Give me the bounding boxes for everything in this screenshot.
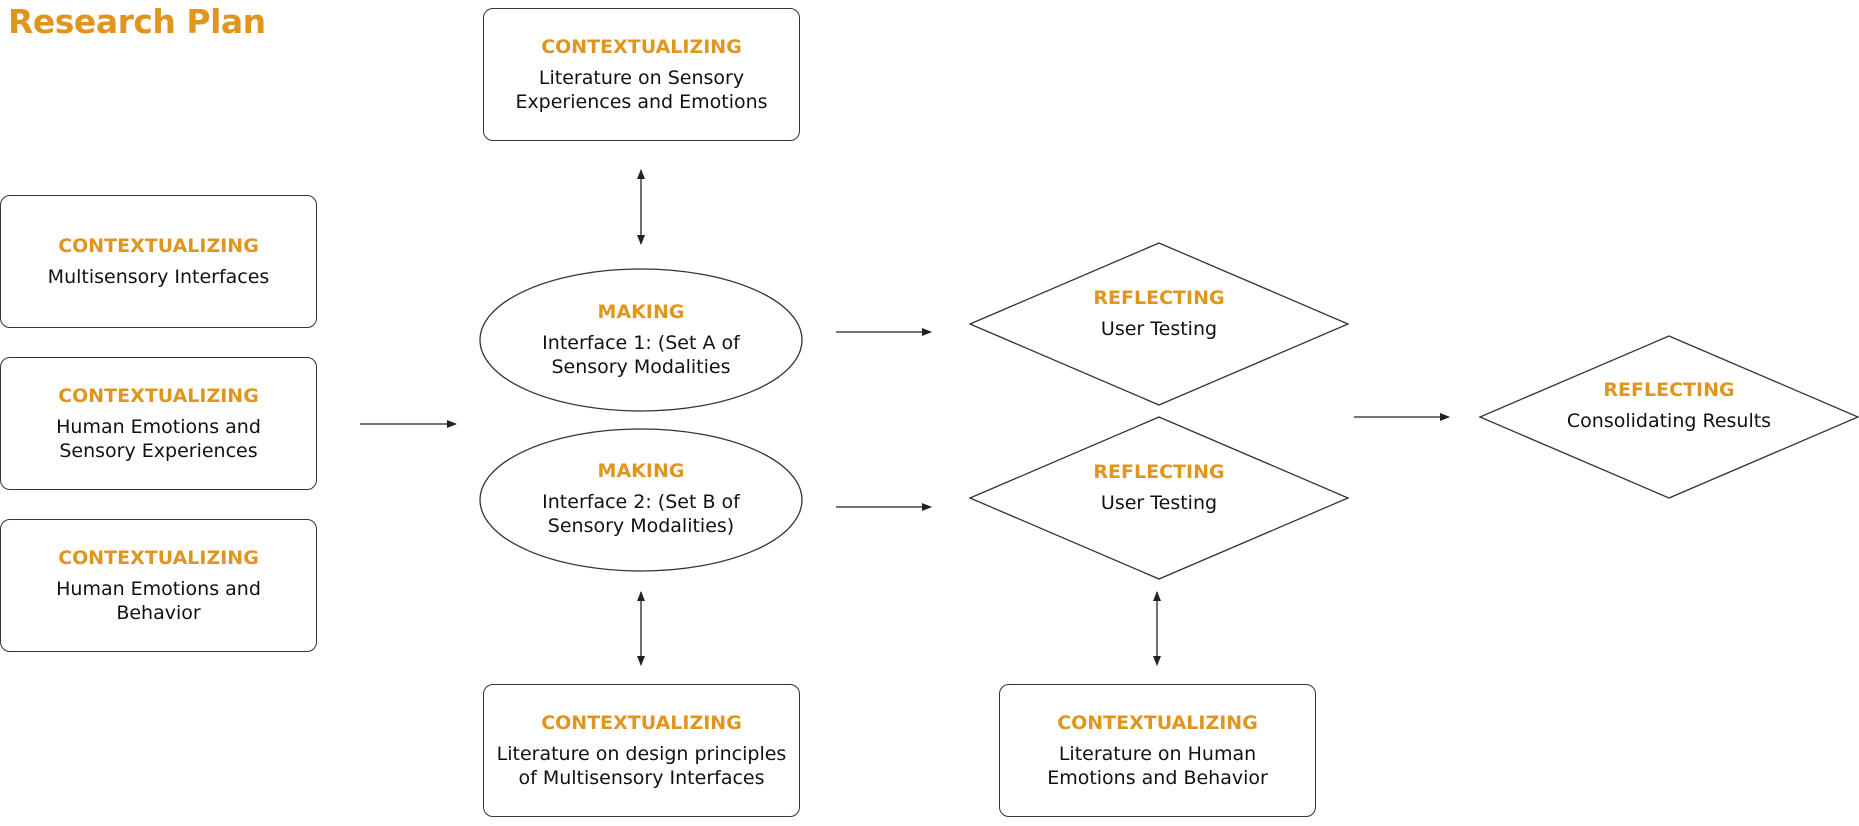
- node-making-2: MAKING Interface 2: (Set B of Sensory Mo…: [491, 449, 791, 549]
- node-label: REFLECTING: [1093, 287, 1225, 309]
- node-label: CONTEXTUALIZING: [58, 384, 259, 407]
- node-text: Consolidating Results: [1566, 410, 1772, 432]
- node-text: Human Emotions and Behavior: [56, 577, 261, 624]
- node-text: Multisensory Interfaces: [47, 265, 270, 288]
- node-text: Literature on design principles of Multi…: [496, 742, 787, 789]
- node-ctx-multisensory: CONTEXTUALIZING Multisensory Interfaces: [0, 195, 317, 328]
- node-ctx-emotions-behavior: CONTEXTUALIZING Human Emotions and Behav…: [0, 519, 317, 652]
- node-text: Interface 1: (Set A of Sensory Modalitie…: [542, 332, 740, 378]
- node-text: User Testing: [1100, 318, 1218, 340]
- node-ctx-emotions-sensory: CONTEXTUALIZING Human Emotions and Senso…: [0, 357, 317, 490]
- node-reflect-2: REFLECTING User Testing: [1059, 458, 1259, 518]
- node-ctx-sensory-lit: CONTEXTUALIZING Literature on Sensory Ex…: [483, 8, 800, 141]
- node-label: CONTEXTUALIZING: [541, 711, 742, 734]
- node-label: CONTEXTUALIZING: [541, 35, 742, 58]
- reflect-2-diamond: [968, 416, 1350, 580]
- node-reflect-final: REFLECTING Consolidating Results: [1549, 376, 1789, 436]
- node-reflect-1: REFLECTING User Testing: [1059, 284, 1259, 344]
- node-label: CONTEXTUALIZING: [58, 234, 259, 257]
- node-label: CONTEXTUALIZING: [58, 546, 259, 569]
- making-1-ellipse: [479, 268, 803, 412]
- node-label: MAKING: [597, 460, 685, 482]
- node-making-1: MAKING Interface 1: (Set A of Sensory Mo…: [491, 290, 791, 390]
- node-text: Literature on Human Emotions and Behavio…: [1047, 742, 1268, 789]
- node-text: Interface 2: (Set B of Sensory Modalitie…: [542, 491, 740, 537]
- node-label: REFLECTING: [1603, 379, 1735, 401]
- reflect-1-diamond: [968, 242, 1350, 406]
- node-text: Literature on Sensory Experiences and Em…: [515, 66, 768, 113]
- node-label: CONTEXTUALIZING: [1057, 711, 1258, 734]
- node-ctx-design-lit: CONTEXTUALIZING Literature on design pri…: [483, 684, 800, 817]
- node-text: Human Emotions and Sensory Experiences: [56, 415, 261, 462]
- node-text: User Testing: [1100, 492, 1218, 514]
- node-label: REFLECTING: [1093, 461, 1225, 483]
- node-label: MAKING: [597, 301, 685, 323]
- page-title: Research Plan: [8, 2, 266, 41]
- node-ctx-behavior-lit: CONTEXTUALIZING Literature on Human Emot…: [999, 684, 1316, 817]
- reflect-final-diamond: [1478, 335, 1859, 499]
- making-2-ellipse: [479, 428, 803, 572]
